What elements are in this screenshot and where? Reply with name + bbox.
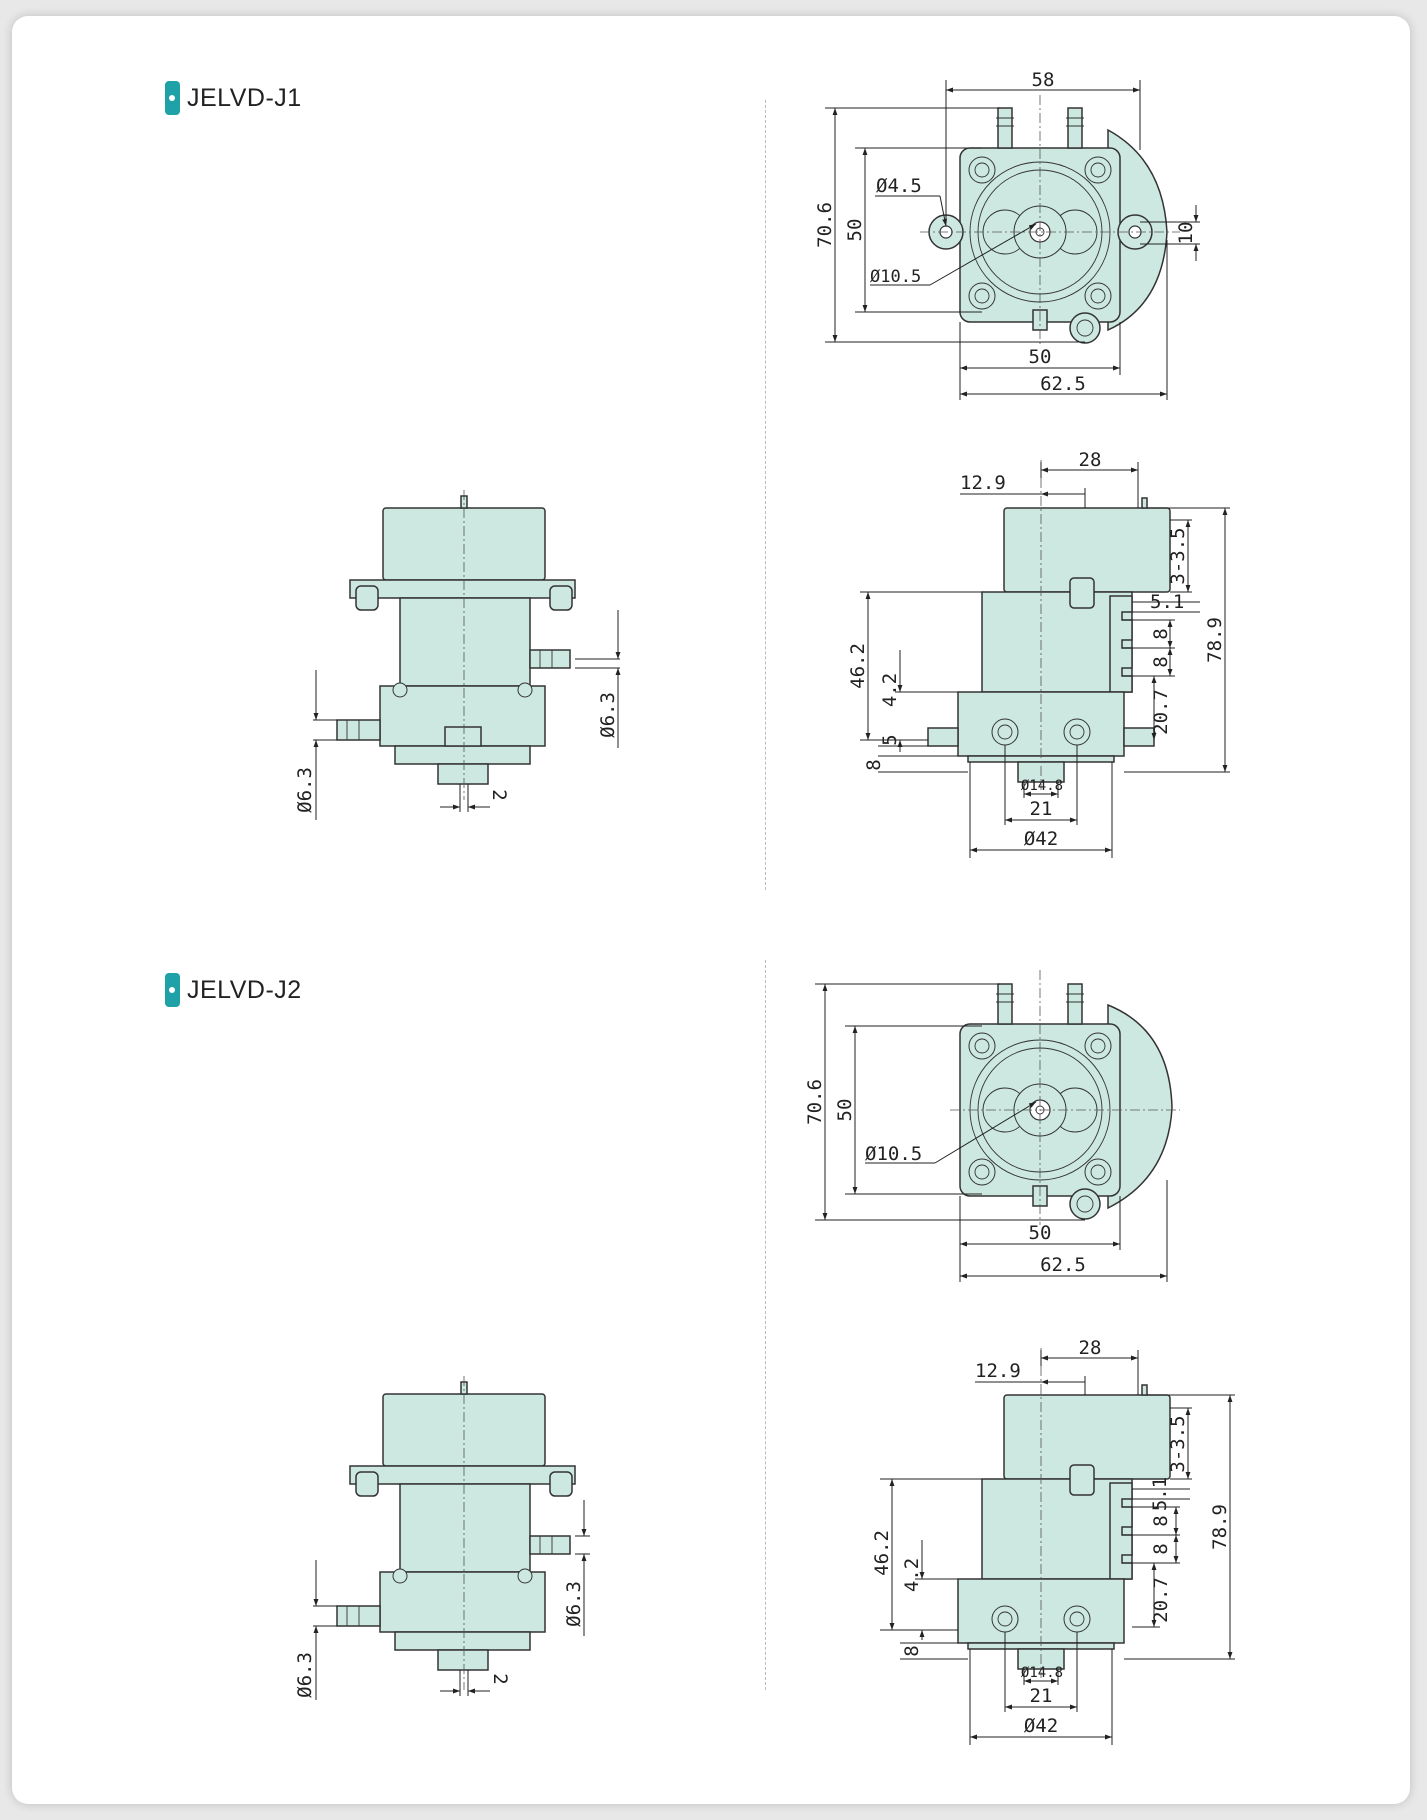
dim-shaft: 2 (489, 1673, 511, 1684)
dim-step: 5.1 (1149, 1477, 1171, 1511)
dim-port-dia: Ø14.8 (1021, 1665, 1063, 1681)
dim-body-height: 46.2 (871, 1530, 893, 1576)
dim-offset: 12.9 (975, 1360, 1021, 1382)
dim-body-height: 46.2 (847, 643, 869, 689)
dim-pitch-2: 8 (1150, 1543, 1172, 1554)
dim-overall-width: 62.5 (1040, 373, 1086, 395)
dim-port-spacing: 21 (1030, 1685, 1053, 1707)
bullet-icon (165, 81, 180, 115)
dim-offset: 12.9 (960, 472, 1006, 494)
dim-level: 20.7 (1150, 689, 1172, 735)
dim-port-spacing: 21 (1030, 798, 1053, 820)
side-view-j1: Ø6.3 Ø6.3 2 (294, 490, 621, 820)
dim-pitch-1: 8 (1150, 628, 1172, 639)
dim-overall-height: 78.9 (1204, 617, 1226, 663)
dim-height: 70.6 (814, 202, 836, 248)
top-view-j1: 58 70.6 50 Ø4.5 Ø10.5 10 50 62.5 (814, 69, 1200, 400)
dim-port-dia: Ø14.8 (1021, 778, 1063, 794)
dim-flange: 4.2 (901, 1558, 923, 1592)
dim-inner-height: 50 (844, 219, 866, 242)
dim-inner-height: 50 (834, 1099, 856, 1122)
dim-shaft: 2 (488, 789, 510, 800)
section-title-j1: JELVD-J1 (187, 83, 302, 112)
top-view-j2: 70.6 50 Ø10.5 50 62.5 (804, 970, 1180, 1282)
front-view-j1: 28 12.9 78.9 3-3.5 5.1 8 8 20.7 46.2 4.2 (847, 449, 1230, 858)
bullet-icon (165, 973, 180, 1007)
dim-body-dia: Ø42 (1024, 828, 1058, 850)
dim-pitch-2: 8 (1150, 656, 1172, 667)
dim-base-thick: 8 (863, 759, 885, 770)
dim-step: 5.1 (1150, 591, 1184, 613)
dim-base-width: 50 (1029, 346, 1052, 368)
dim-pitch-1: 8 (1150, 1515, 1172, 1526)
dim-port-top: Ø6.3 (597, 692, 619, 738)
dim-base-thick: 8 (901, 1645, 923, 1656)
dim-overall-height: 78.9 (1209, 1504, 1231, 1550)
dim-body-dia: Ø42 (1024, 1715, 1058, 1737)
dim-port-bottom: Ø6.3 (294, 767, 316, 813)
dim-width: 58 (1032, 69, 1055, 91)
divider-dashed (765, 960, 766, 1690)
dim-flange-thick: 5 (879, 734, 901, 745)
dim-flange: 4.2 (879, 673, 901, 707)
page-card (12, 16, 1410, 1804)
dim-port-bottom: Ø6.3 (294, 1652, 316, 1698)
dim-slot: 3-3.5 (1167, 1415, 1189, 1472)
dim-port-top: Ø6.3 (563, 1581, 585, 1627)
dim-ear-offset: 10 (1175, 222, 1197, 245)
dim-front-width: 28 (1079, 1337, 1102, 1359)
front-view-j2: 28 12.9 78.9 3-3.5 5.1 8 8 20.7 46.2 4. (871, 1337, 1235, 1745)
dim-center-dia: Ø10.5 (865, 1143, 922, 1165)
dim-base-width: 50 (1029, 1222, 1052, 1244)
section-title-j2: JELVD-J2 (187, 975, 302, 1004)
dim-hole-dia: Ø4.5 (876, 175, 922, 197)
divider-dashed (765, 100, 766, 890)
dim-slot: 3-3.5 (1167, 527, 1189, 584)
section-header-j2: JELVD-J2 (165, 972, 302, 1008)
dim-level: 20.7 (1150, 1577, 1172, 1623)
dim-center-dia: Ø10.5 (870, 267, 921, 287)
section-header-j1: JELVD-J1 (165, 80, 302, 116)
dim-front-width: 28 (1079, 449, 1102, 471)
dim-overall-width: 62.5 (1040, 1254, 1086, 1276)
side-view-j2: Ø6.3 Ø6.3 2 (294, 1376, 590, 1700)
dim-height: 70.6 (804, 1079, 826, 1125)
